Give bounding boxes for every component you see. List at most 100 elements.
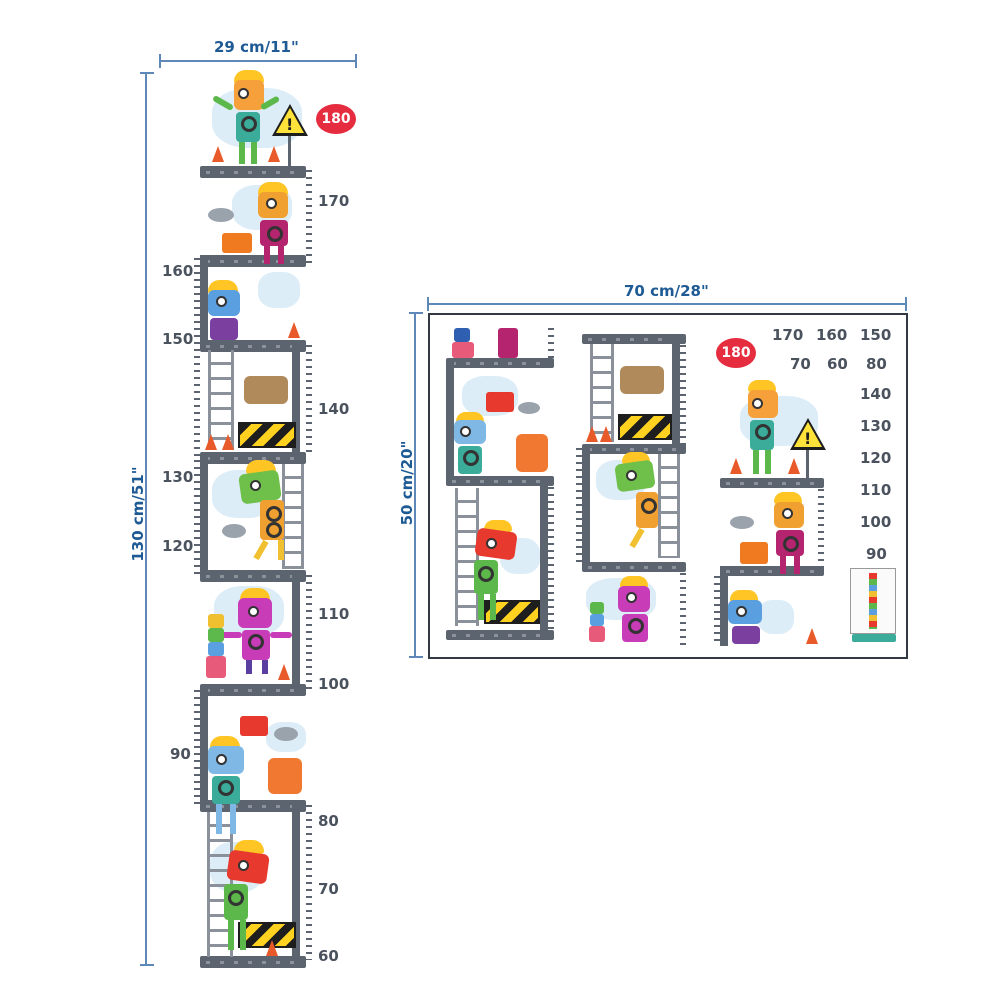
warning-mark: ! xyxy=(804,429,812,448)
robot-icon xyxy=(608,452,664,549)
right-height-tick-top xyxy=(409,312,423,314)
cat-icon xyxy=(268,758,302,794)
ruler xyxy=(548,480,554,630)
height-mark: 150 xyxy=(162,330,194,348)
beam xyxy=(200,166,306,178)
traffic-cone-icon xyxy=(278,664,290,680)
beam xyxy=(200,452,306,464)
bird-icon xyxy=(730,516,754,529)
beam xyxy=(200,956,306,968)
number-sticker: 70 xyxy=(790,355,811,373)
number-sticker: 110 xyxy=(860,481,892,499)
right-height-tick-bottom xyxy=(409,656,423,658)
toy-block xyxy=(208,642,224,656)
ruler xyxy=(576,448,582,566)
left-width-tick-left xyxy=(159,54,161,68)
ruler xyxy=(194,258,200,458)
ruler xyxy=(548,328,554,362)
beam xyxy=(200,684,306,696)
height-mark: 130 xyxy=(162,468,194,486)
robot-icon xyxy=(220,588,292,674)
robot-icon xyxy=(604,576,668,646)
post xyxy=(200,454,208,574)
right-height-label: 50 cm/20" xyxy=(398,440,416,526)
robot-icon xyxy=(740,380,786,478)
post xyxy=(446,362,454,482)
number-sticker: 140 xyxy=(860,385,892,403)
traffic-cone-icon xyxy=(268,146,280,162)
height-mark: 160 xyxy=(162,262,194,280)
post xyxy=(292,572,300,688)
traffic-cone-icon xyxy=(806,628,818,644)
number-sticker: 160 xyxy=(816,326,848,344)
height-mark: 90 xyxy=(170,745,191,763)
robot-icon xyxy=(210,840,276,950)
left-height-tick-top xyxy=(140,72,154,74)
cat-icon xyxy=(516,434,548,472)
chevron-sign-icon xyxy=(238,422,296,448)
post xyxy=(540,480,548,630)
beam xyxy=(582,444,686,454)
robot-icon xyxy=(252,182,294,266)
traffic-cone-icon xyxy=(266,940,278,956)
left-width-label: 29 cm/11" xyxy=(214,38,299,56)
number-sticker: 130 xyxy=(860,417,892,435)
left-height-tick-bottom xyxy=(140,964,154,966)
traffic-cone-icon xyxy=(600,426,612,442)
post xyxy=(672,338,680,448)
toy-block xyxy=(454,328,470,342)
left-width-line xyxy=(160,60,356,62)
toy-block xyxy=(208,628,224,642)
toy-block xyxy=(589,626,605,642)
ruler xyxy=(818,482,824,572)
traffic-cone-icon xyxy=(586,426,598,442)
mini-preview-thumbnail xyxy=(850,568,896,634)
chevron-sign-icon xyxy=(618,414,672,440)
toy-block xyxy=(208,614,224,628)
right-width-tick-left xyxy=(427,297,429,311)
traffic-cone-icon xyxy=(205,434,217,450)
height-mark: 60 xyxy=(318,947,339,965)
bird-icon xyxy=(208,208,234,222)
bird-icon xyxy=(274,727,298,741)
height-mark: 110 xyxy=(318,605,350,623)
beam xyxy=(720,478,824,488)
traffic-cone-icon xyxy=(730,458,742,474)
robot-icon xyxy=(202,280,246,342)
ladder-icon xyxy=(658,454,680,558)
robot-icon xyxy=(460,520,526,624)
ladder-icon xyxy=(590,344,614,442)
beam xyxy=(446,630,554,640)
post xyxy=(582,448,590,566)
beam xyxy=(582,334,686,344)
ruler xyxy=(194,690,200,805)
height-mark: 140 xyxy=(318,400,350,418)
height-mark: 100 xyxy=(318,675,350,693)
beam xyxy=(720,566,824,576)
left-height-line xyxy=(145,73,147,965)
number-sticker: 170 xyxy=(772,326,804,344)
toy-block xyxy=(452,342,474,358)
ruler xyxy=(306,575,312,690)
post xyxy=(292,342,300,456)
post xyxy=(200,686,208,804)
ruler xyxy=(306,345,312,455)
number-sticker: 90 xyxy=(866,545,887,563)
right-height-line xyxy=(414,313,416,657)
ruler xyxy=(680,566,686,646)
height-mark: 170 xyxy=(318,192,350,210)
bird-icon xyxy=(222,524,246,538)
right-width-line xyxy=(428,303,906,305)
traffic-cone-icon xyxy=(212,146,224,162)
toolbox-icon xyxy=(486,392,514,412)
cloud xyxy=(258,272,300,308)
ruler xyxy=(306,170,312,265)
warning-sign-icon xyxy=(272,104,308,136)
toy-block xyxy=(590,602,604,614)
beam xyxy=(582,562,686,572)
robot-icon xyxy=(722,590,770,646)
toolbox-icon xyxy=(740,542,768,564)
beam xyxy=(200,570,306,582)
left-width-tick-right xyxy=(355,54,357,68)
ruler xyxy=(714,576,720,642)
